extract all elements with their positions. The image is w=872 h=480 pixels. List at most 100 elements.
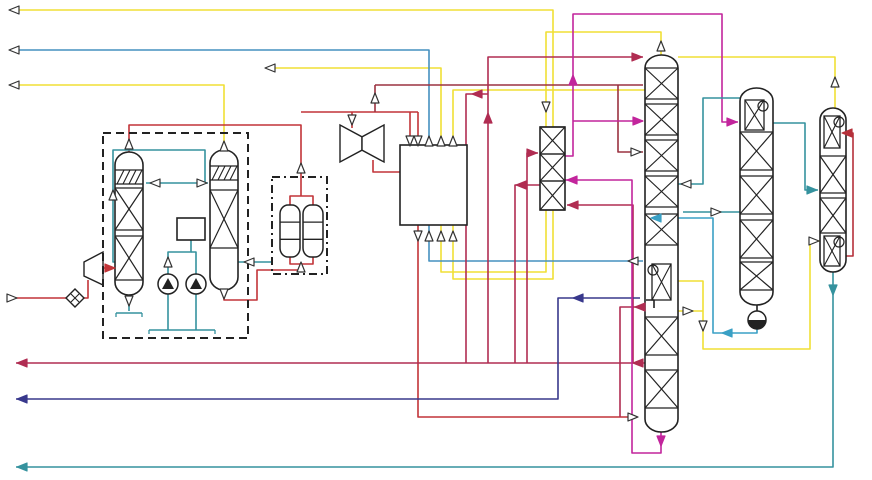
exchanger-port-arrow-down [405, 135, 415, 147]
exchanger-port-arrow-up [448, 230, 458, 242]
line-wash-draw-line [514, 184, 540, 363]
exchanger-port-arrow-up [436, 230, 446, 242]
flow-arrow-left [567, 200, 579, 210]
vent-arrow-down [124, 295, 134, 307]
exchanger-port-arrow-up [448, 135, 458, 147]
vent-arrow-down [219, 288, 229, 300]
flow-arrow-left [721, 328, 733, 338]
reactor-section-boundary [271, 176, 328, 275]
multi-stream-exchanger [399, 144, 468, 226]
line-stripper-feed-upper [678, 97, 740, 185]
line-stripper-pumparound [649, 217, 758, 334]
recycle-section-boundary [102, 132, 249, 339]
wash-column [539, 126, 566, 211]
vent-arrow-up [296, 261, 306, 273]
flow-arrow-right [726, 117, 738, 127]
boundary-arrow-left [8, 45, 20, 55]
vent-arrow-down [541, 101, 551, 113]
port-arrow-right [630, 147, 642, 157]
reactor-1 [279, 204, 301, 258]
line-dryer-overhead-line [14, 84, 225, 152]
vent-arrow-up [219, 140, 229, 152]
port-arrow-left [680, 179, 692, 189]
flow-arrow-down [828, 284, 838, 296]
flow-arrow-left [515, 180, 527, 190]
line-gas-product-line-b [270, 31, 662, 273]
vent-arrow-up [656, 40, 666, 52]
flow-arrow-down [656, 435, 666, 447]
arrow-layer [6, 5, 853, 472]
port-arrow-right [710, 207, 722, 217]
flow-arrow-left [16, 462, 28, 472]
line-expander-exhaust [372, 160, 400, 173]
exchanger-port-arrow-up [424, 230, 434, 242]
vent-arrow-up [830, 76, 840, 88]
boundary-arrow-left [8, 5, 20, 15]
port-arrow-right [808, 236, 820, 246]
dryer-column [209, 149, 239, 291]
drain-symbol-2 [148, 329, 216, 334]
solvent-pump-2 [185, 273, 207, 295]
flow-arrow-right [631, 52, 643, 62]
vent-arrow-up [370, 92, 380, 104]
line-reactor-top-manifold [289, 195, 314, 205]
line-fractionator-overhead-line [678, 56, 836, 110]
flow-arrow-right [632, 116, 644, 126]
flow-arrow-right [806, 185, 818, 195]
vent-arrow-down [698, 320, 708, 332]
boundary-arrow-left [264, 63, 276, 73]
line-feed-inlet-line [10, 280, 89, 299]
line-wash-return-line [465, 93, 488, 363]
boundary-arrow-left [8, 80, 20, 90]
line-gas-product-line-a [14, 9, 645, 280]
boundary-boxes [102, 132, 328, 339]
port-arrow-left [627, 256, 639, 266]
line-reflux-riser [487, 56, 643, 363]
vent-arrow-up [124, 138, 134, 150]
line-condenser-to-polish-line [768, 122, 818, 191]
flow-arrow-left [841, 128, 853, 138]
flow-arrow-left [471, 89, 483, 99]
polish-column [819, 107, 847, 273]
line-wash-bottoms-return [567, 204, 634, 363]
feed-inlet-arrow-right [6, 293, 18, 303]
flow-arrow-up [483, 112, 493, 124]
line-bottoms-to-battery-limit [16, 272, 834, 468]
line-fractionator-side-stub [617, 85, 643, 153]
feed-filter [65, 288, 85, 308]
port-arrow-left [243, 257, 255, 267]
equipment-layer [65, 54, 847, 433]
vent-arrow-down [347, 114, 357, 126]
flow-arrow-left [566, 175, 578, 185]
absorber-column [114, 151, 144, 296]
solvent-pump-1 [157, 273, 179, 295]
exchanger-port-arrow-down [413, 230, 423, 242]
port-arrow-right [682, 306, 694, 316]
line-heavy-product-line [16, 297, 640, 400]
flow-arrow-left [650, 213, 662, 223]
main-fractionator [644, 54, 679, 433]
drain-symbol-1 [115, 312, 143, 317]
flow-arrow-left [572, 293, 584, 303]
line-pump-feed-b [191, 251, 197, 274]
vent-arrow-up [163, 256, 173, 268]
surge-drum [176, 217, 206, 241]
flow-arrow-left [16, 358, 28, 368]
flow-arrow-up [568, 74, 578, 86]
exchanger-port-arrow-up [424, 135, 434, 147]
line-pump-feed-a [167, 240, 192, 274]
vent-arrow-up [108, 189, 118, 201]
port-arrow-right [627, 412, 639, 422]
vent-arrow-up [296, 162, 306, 174]
exchanger-port-arrow-up [436, 135, 446, 147]
port-arrow-right [196, 178, 208, 188]
line-lean-solvent-line [112, 149, 206, 263]
feed-blower [83, 250, 104, 287]
stripper-column [739, 87, 774, 306]
flow-arrow-left [16, 394, 28, 404]
flow-arrow-left [634, 302, 646, 312]
exchanger-port-arrow-down [413, 135, 423, 147]
flow-arrow-right [104, 263, 116, 273]
expander-compressor [339, 123, 385, 164]
